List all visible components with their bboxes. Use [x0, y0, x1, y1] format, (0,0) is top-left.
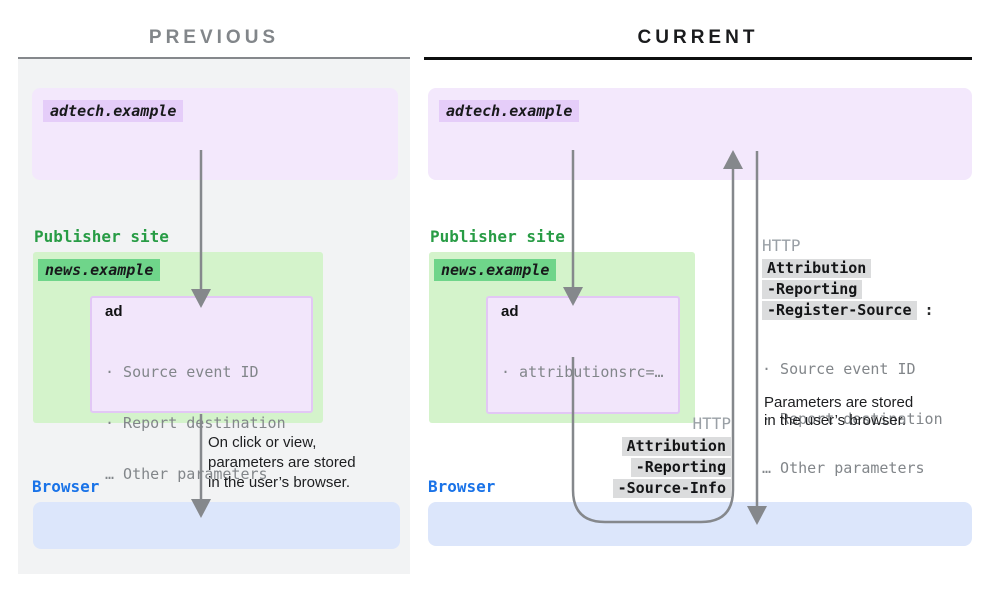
- http-protocol-label: HTTP: [762, 236, 801, 255]
- stored-note-line: in the user’s browser.: [764, 412, 907, 429]
- flow-note-line: On click or view,: [208, 434, 317, 451]
- http-header-row: -Register-Source :: [762, 301, 934, 320]
- curr-ad-frame-title: ad: [501, 303, 519, 320]
- http-header-part: -Register-Source: [762, 301, 917, 320]
- ad-parameter-line: · Source event ID: [105, 363, 259, 381]
- prev-browser-label: Browser: [32, 477, 100, 496]
- curr-adtech-box: adtech.example: [428, 88, 972, 180]
- curr-news-domain-chip: news.example: [434, 259, 557, 281]
- http-request-headers: HTTP Attribution -Reporting -Source-Info: [612, 414, 731, 498]
- response-parameter-line: · Source event ID: [762, 360, 916, 378]
- prev-news-domain-chip: news.example: [38, 259, 161, 281]
- http-header-part: Attribution: [762, 259, 872, 278]
- http-header-part: Attribution: [621, 437, 731, 456]
- prev-ad-frame-title: ad: [105, 303, 123, 320]
- flow-note-line: parameters are stored: [208, 454, 356, 471]
- prev-publisher-site-label: Publisher site: [34, 227, 169, 246]
- http-header-part: -Source-Info: [612, 479, 731, 498]
- curr-ad-frame: ad · attributionsrc=…: [486, 296, 680, 414]
- response-parameter-line: · Report destination: [762, 409, 943, 428]
- http-response-headers: HTTP Attribution -Reporting -Register-So…: [762, 236, 943, 510]
- current-title: CURRENT: [637, 27, 759, 48]
- http-protocol-label: HTTP: [692, 414, 731, 433]
- curr-browser-label: Browser: [428, 477, 496, 496]
- prev-browser-box: [33, 502, 400, 549]
- prev-adtech-box: adtech.example: [32, 88, 398, 180]
- response-parameter-line: … Other parameters: [762, 459, 925, 477]
- curr-publisher-site-label: Publisher site: [430, 227, 565, 246]
- stored-note-line: Parameters are stored: [764, 394, 914, 411]
- http-header-part: -Reporting: [630, 458, 731, 477]
- prev-flow-note: On click or view, parameters are stored …: [208, 433, 356, 493]
- response-parameters: · Source event ID · Report destination ……: [762, 328, 943, 510]
- ad-parameter-line: · Report destination: [105, 414, 286, 432]
- http-header-colon: :: [924, 301, 934, 319]
- flow-note-line: in the user’s browser.: [208, 474, 351, 491]
- ad-parameter-line: · attributionsrc=…: [501, 363, 664, 381]
- curr-stored-note: Parameters are stored in the user’s brow…: [764, 394, 913, 430]
- curr-ad-parameters: · attributionsrc=…: [501, 330, 678, 415]
- prev-ad-frame: ad · Source event ID · Report destinatio…: [90, 296, 313, 483]
- http-header-part: -Reporting: [762, 280, 863, 299]
- previous-title: PREVIOUS: [148, 27, 280, 48]
- curr-adtech-domain-chip: adtech.example: [439, 100, 580, 122]
- prev-adtech-domain-chip: adtech.example: [43, 100, 184, 122]
